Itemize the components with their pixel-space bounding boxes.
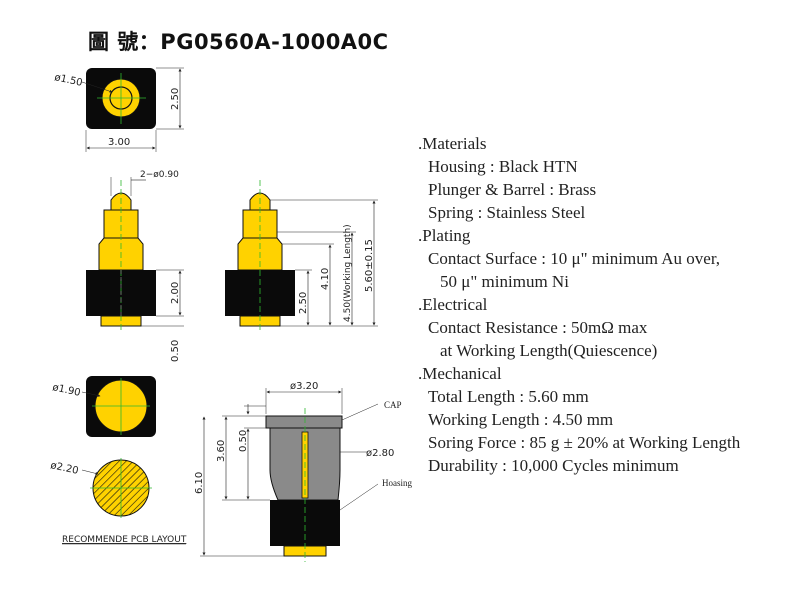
h410-label: 4.10 — [320, 268, 331, 290]
barrel-dia-label: ø2.80 — [366, 448, 394, 459]
mechanical-line: Working Length : 4.50 mm — [428, 410, 614, 429]
plating-line: 50 μ" minimum Ni — [440, 272, 569, 291]
pcb-hole: ø2.20 RECOMMENDE PCB LAYOUT — [49, 458, 187, 545]
plating-heading: .Plating — [418, 226, 471, 245]
side-view-left: 2−ø0.90 2.00 0.50 — [86, 170, 184, 362]
materials-line: Spring : Stainless Steel — [428, 203, 586, 222]
electrical-line: at Working Length(Quiescence) — [440, 341, 658, 360]
side-view-right: 2.50 4.10 4.50(Working Length) 5.60±0.15 — [225, 180, 378, 332]
d050-label: 0.50 — [238, 430, 249, 452]
mechanical-line: Total Length : 5.60 mm — [428, 387, 589, 406]
total-length-label: 5.60±0.15 — [364, 239, 375, 292]
working-length-label: 4.50(Working Length) — [343, 224, 353, 322]
pcb-layout-label: RECOMMENDE PCB LAYOUT — [62, 535, 187, 545]
plating-line: Contact Surface : 10 μ" minimum Au over, — [428, 249, 721, 268]
top-width-label: 3.00 — [108, 137, 130, 148]
materials-heading: .Materials — [418, 134, 487, 153]
hole-dia-label: ø2.20 — [49, 460, 79, 477]
cap-label: CAP — [384, 400, 402, 410]
electrical-line: Contact Resistance : 50mΩ max — [428, 318, 648, 337]
h250-label: 2.50 — [298, 292, 309, 314]
cap-dia-label: ø3.20 — [290, 381, 318, 392]
tip-dia-label: 2−ø0.90 — [140, 170, 179, 180]
d360-label: 3.60 — [216, 440, 227, 462]
pad-dia-label: ø1.90 — [51, 382, 81, 399]
top-view: ø1.50 2.50 3.00 — [53, 67, 184, 152]
pad-view: ø1.90 — [51, 376, 156, 437]
top-dia-label: ø1.50 — [53, 72, 83, 89]
spec-block: .Materials Housing : Black HTN Plunger &… — [418, 132, 740, 477]
drawing-number-title: 圖 號：PG0560A-1000A0C — [88, 30, 389, 54]
body-height-label: 2.00 — [170, 282, 181, 304]
tail-label: 0.50 — [170, 340, 181, 362]
mechanical-line: Soring Force : 85 g ± 20% at Working Len… — [428, 433, 741, 452]
materials-line: Plunger & Barrel : Brass — [428, 180, 597, 199]
materials-line: Housing : Black HTN — [428, 157, 578, 176]
top-height-label: 2.50 — [170, 88, 181, 110]
mechanical-heading: .Mechanical — [418, 364, 502, 383]
mechanical-line: Durability : 10,000 Cycles minimum — [428, 456, 679, 475]
section-view: ø3.20 ø2.80 CAP Hoasing 0.50 3.60 6.10 — [194, 381, 412, 562]
electrical-heading: .Electrical — [418, 295, 488, 314]
housing-label: Hoasing — [382, 478, 412, 488]
d610-label: 6.10 — [194, 472, 205, 494]
